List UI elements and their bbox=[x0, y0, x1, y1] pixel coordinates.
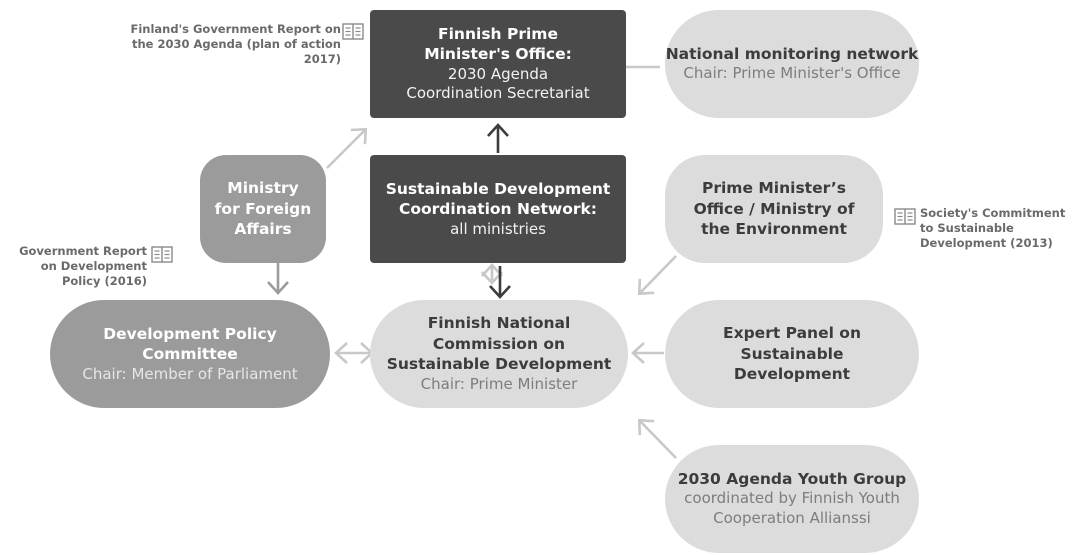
node-mfa: Ministry for Foreign Affairs bbox=[200, 155, 326, 263]
monitoring-title: National monitoring network bbox=[665, 44, 919, 63]
book-icon bbox=[894, 208, 916, 225]
note-gov-2030-report: Finland's Government Report on the 2030 … bbox=[130, 22, 342, 67]
sdcn-title: Sustainable Development Coordination Net… bbox=[385, 179, 611, 219]
dpc-title: Development Policy Committee bbox=[103, 324, 277, 364]
note-gov-dev-report: Government Report on Development Policy … bbox=[19, 244, 147, 289]
node-pmo-env: Prime Minister’s Office / Ministry of th… bbox=[665, 155, 883, 263]
arrow-youth-to-fncsd bbox=[637, 418, 677, 459]
arrow-mfa-to-pmo bbox=[326, 127, 368, 169]
pmo-subtitle: 2030 Agenda Coordination Secretariat bbox=[406, 64, 590, 103]
dpc-subtitle: Chair: Member of Parliament bbox=[82, 364, 298, 383]
youth-title: 2030 Agenda Youth Group bbox=[677, 469, 907, 488]
youth-subtitle: coordinated by Finnish Youth Cooperation… bbox=[684, 489, 900, 528]
fncsd-subtitle: Chair: Prime Minister bbox=[420, 374, 578, 393]
node-dpc: Development Policy Committee Chair: Memb… bbox=[50, 300, 330, 408]
sdcn-subtitle: all ministries bbox=[450, 219, 546, 238]
node-fncsd: Finnish National Commission on Sustainab… bbox=[370, 300, 628, 408]
fncsd-title: Finnish National Commission on Sustainab… bbox=[386, 314, 612, 374]
note-society-commitment: Society's Commitment to Sustainable Deve… bbox=[920, 206, 1066, 251]
node-youth: 2030 Agenda Youth Group coordinated by F… bbox=[665, 445, 919, 553]
node-monitoring: National monitoring network Chair: Prime… bbox=[665, 10, 919, 118]
pmo-env-title: Prime Minister’s Office / Ministry of th… bbox=[693, 179, 855, 239]
node-expert: Expert Panel on Sustainable Development bbox=[665, 300, 919, 408]
node-pmo: Finnish Prime Minister's Office: 2030 Ag… bbox=[370, 10, 626, 118]
book-icon bbox=[342, 23, 364, 40]
book-icon bbox=[151, 246, 173, 263]
node-sdcn: Sustainable Development Coordination Net… bbox=[370, 155, 626, 263]
pmo-title: Finnish Prime Minister's Office: bbox=[424, 24, 572, 64]
arrow-pmoenv-to-fncsd bbox=[637, 255, 677, 296]
mfa-title: Ministry for Foreign Affairs bbox=[214, 179, 312, 239]
expert-title: Expert Panel on Sustainable Development bbox=[723, 324, 861, 384]
monitoring-subtitle: Chair: Prime Minister's Office bbox=[683, 64, 901, 83]
